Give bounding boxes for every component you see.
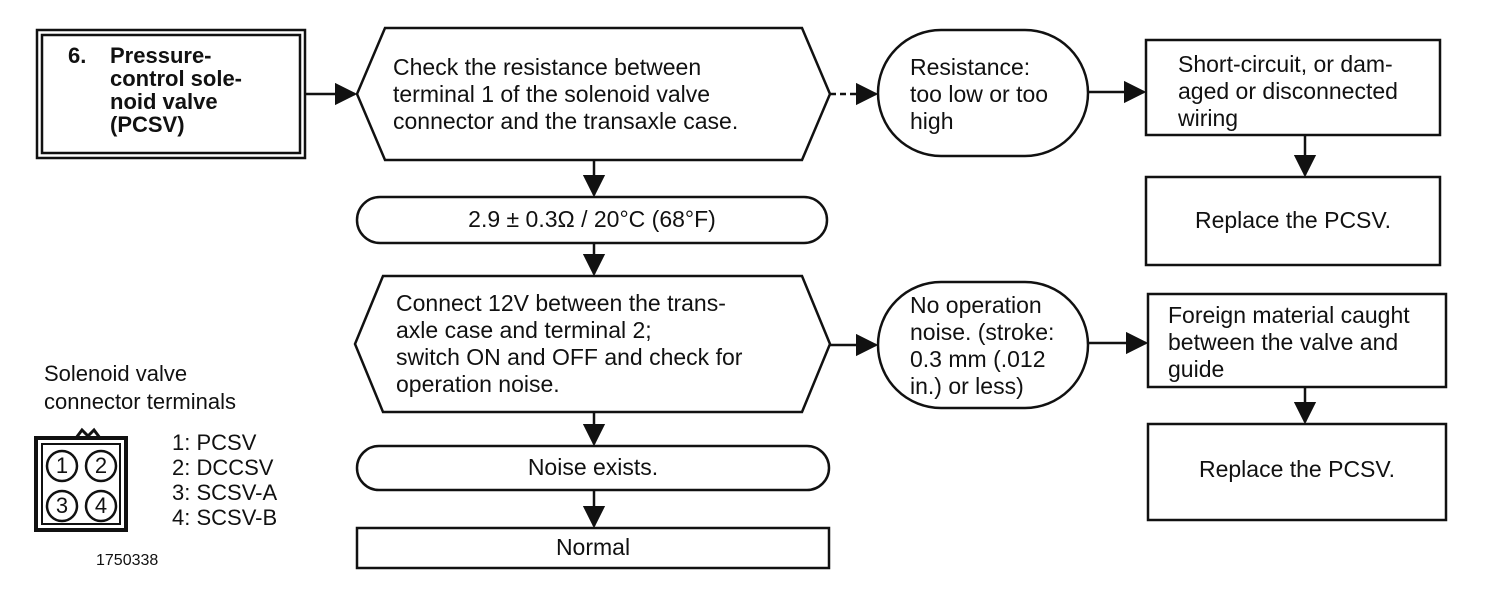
start-box-inner (40, 33, 302, 155)
legend-item: 2: DCCSV (172, 455, 274, 480)
foreign-material-text: Foreign material caught between the valv… (1168, 302, 1410, 382)
replace-top-box (1144, 175, 1442, 267)
figure-id: 1750338 (96, 552, 159, 569)
legend-item: 4: SCSV-B (172, 505, 278, 530)
replace-top-text: Replace the PCSV. (1194, 207, 1392, 233)
pin-4-label: 4 (94, 493, 108, 518)
spec-value-text: 2.9 ± 0.3Ω / 20°C (68°F) (468, 206, 716, 232)
connector-illustration (34, 427, 128, 532)
legend-title: Solenoid valve connector terminals (44, 361, 236, 414)
start-box-title: Pressure- control sole- noid valve (PCSV… (110, 43, 243, 137)
resistance-bad-text: Resistance: too low or too high (910, 54, 1049, 134)
normal-text: Normal (555, 534, 631, 560)
replace-bottom-text: Replace the PCSV. (1198, 456, 1396, 482)
connect-12v-hexagon (353, 274, 832, 414)
short-circuit-text: Short-circuit, or dam- aged or disconnec… (1178, 51, 1398, 131)
legend-terminal-list: 1: PCSV 2: DCCSV 3: SCSV-A 4: SCSV-B (172, 430, 277, 530)
connect-12v-text: Connect 12V between the trans- axle case… (396, 290, 743, 397)
legend-item: 3: SCSV-A (172, 480, 278, 505)
pin-2-label: 2 (94, 453, 108, 478)
start-box-number: 6. (68, 43, 87, 68)
check-resistance-text: Check the resistance between terminal 1 … (393, 54, 739, 134)
pin-1-label: 1 (55, 453, 69, 478)
noise-exists-text: Noise exists. (527, 454, 659, 480)
pin-3-label: 3 (55, 493, 69, 518)
legend-item: 1: PCSV (172, 430, 257, 455)
no-noise-text: No operation noise. (stroke: 0.3 mm (.01… (910, 292, 1055, 399)
